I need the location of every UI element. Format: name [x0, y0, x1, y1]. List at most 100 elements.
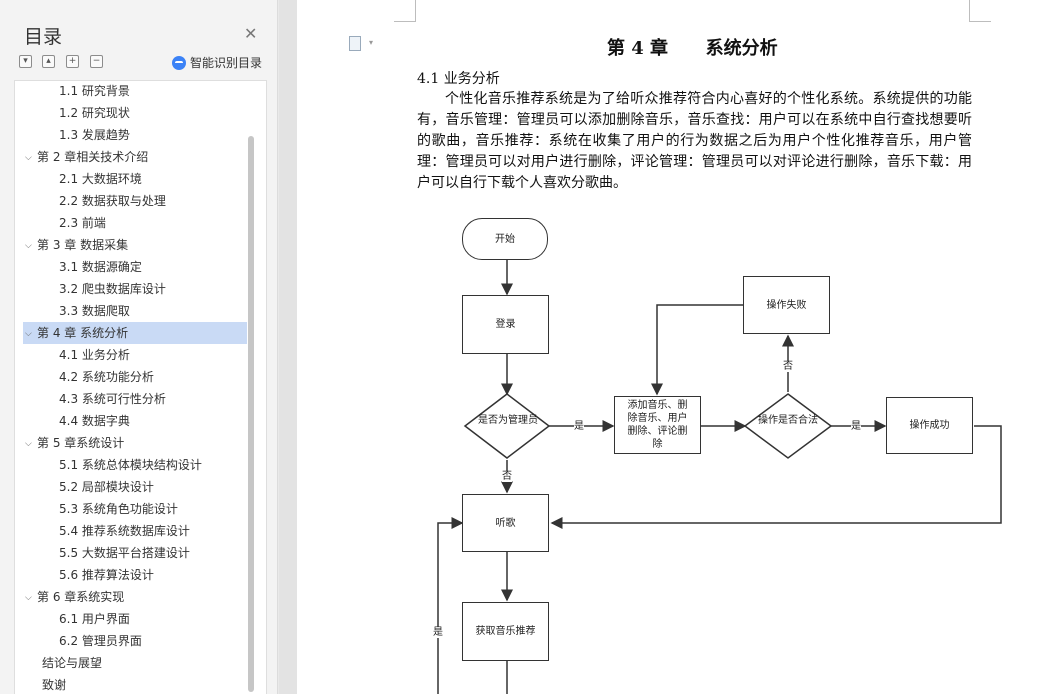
chapter-title: 第 4 章 系统分析 [607, 38, 778, 59]
flow-is-admin: 是否为管理员 [478, 415, 538, 426]
toc-panel: 目录 ✕ ▾ ▴ + − 智能识别目录 1.1 研究背景 1.2 研究现状 1.3 … [0, 0, 278, 694]
toc-chapter-item[interactable]: ⌵ 第 4 章 系统分析 [23, 322, 247, 344]
toc-item-label: 结论与展望 [42, 656, 103, 670]
toc-item[interactable]: 6.2 管理员界面 [59, 630, 142, 652]
flow-op-success: 操作成功 [886, 397, 973, 454]
label-no: 否 [502, 471, 512, 482]
document-icon[interactable] [349, 36, 361, 51]
toc-item-label: 4.4 数据字典 [59, 414, 130, 428]
toc-item-label: 6.1 用户界面 [59, 612, 130, 626]
margin-mark [969, 0, 991, 22]
chevron-down-icon[interactable]: ⌵ [25, 153, 32, 163]
toc-item-label: 3.1 数据源确定 [59, 260, 142, 274]
toc-item-label: 4.2 系统功能分析 [59, 370, 154, 384]
decision-is-admin-shape [463, 393, 551, 459]
toc-item[interactable]: 5.1 系统总体模块结构设计 [59, 454, 202, 476]
toc-item[interactable]: 2.3 前端 [59, 212, 106, 234]
toc-chapter-item[interactable]: ⌵ 第 5 章系统设计 [25, 432, 124, 454]
flow-op-legal: 操作是否合法 [758, 415, 818, 426]
toc-chapter-item[interactable]: ⌵ 第 6 章系统实现 [25, 586, 124, 608]
toc-item[interactable]: 6.1 用户界面 [59, 608, 130, 630]
section-title: 4.1 业务分析 [417, 71, 500, 87]
toc-item-label: 5.2 局部模块设计 [59, 480, 154, 494]
chevron-down-icon[interactable]: ⌵ [25, 241, 32, 251]
edge-fail-admin [651, 304, 743, 396]
toc-item[interactable]: 5.6 推荐算法设计 [59, 564, 154, 586]
flow-op-fail: 操作失败 [743, 276, 830, 334]
toc-item[interactable]: 2.1 大数据环境 [59, 168, 142, 190]
toc-scrollbar[interactable] [248, 136, 254, 692]
smart-toc-label: 智能识别目录 [190, 56, 263, 70]
toc-item-label: 3.2 爬虫数据库设计 [59, 282, 166, 296]
toc-item-label: 5.5 大数据平台搭建设计 [59, 546, 190, 560]
label-yes: 是 [433, 627, 443, 638]
toc-list-container: 1.1 研究背景 1.2 研究现状 1.3 发展趋势 ⌵ 第 2 章相关技术介绍 2.1 … [14, 80, 267, 694]
smart-toc-button[interactable]: 智能识别目录 [172, 54, 262, 71]
flow-get-rec: 获取音乐推荐 [462, 602, 549, 661]
decision-op-legal-shape [743, 393, 833, 459]
chevron-down-icon[interactable]: ⌵ [25, 329, 32, 339]
toc-item[interactable]: 1.3 发展趋势 [59, 124, 130, 146]
ai-icon [172, 55, 186, 70]
toc-item-label: 2.2 数据获取与处理 [59, 194, 166, 208]
edge-loop-listen [437, 517, 464, 694]
chevron-down-icon[interactable]: ▾ [369, 38, 374, 47]
toc-item-label: 1.1 研究背景 [59, 84, 130, 98]
flow-listen: 听歌 [462, 494, 549, 552]
toc-item[interactable]: 1.2 研究现状 [59, 102, 130, 124]
chevron-down-icon[interactable]: ⌵ [25, 593, 32, 603]
toc-item[interactable]: 结论与展望 [42, 652, 102, 674]
toc-chapter-item[interactable]: ⌵ 第 2 章相关技术介绍 [25, 146, 148, 168]
toc-item-label: 4.1 业务分析 [59, 348, 130, 362]
toc-item-label: 3.3 数据爬取 [59, 304, 130, 318]
flow-login: 登录 [462, 295, 549, 354]
panel-divider[interactable] [279, 0, 297, 694]
toc-item-label: 2.1 大数据环境 [59, 172, 142, 186]
toc-item[interactable]: 3.2 爬虫数据库设计 [59, 278, 166, 300]
toc-item-label: 1.2 研究现状 [59, 106, 130, 120]
toc-item[interactable]: 3.3 数据爬取 [59, 300, 130, 322]
toc-item-label: 第 3 章 数据采集 [37, 238, 129, 252]
toc-item[interactable]: 3.1 数据源确定 [59, 256, 142, 278]
toc-item-label: 5.1 系统总体模块结构设计 [59, 458, 202, 472]
toc-item[interactable]: 1.1 研究背景 [59, 81, 130, 102]
toc-item[interactable]: 4.1 业务分析 [59, 344, 130, 366]
flowchart-connectors [437, 260, 1002, 694]
toc-item[interactable]: 4.2 系统功能分析 [59, 366, 154, 388]
document-page: ▾ 第 4 章 系统分析 4.1 业务分析 个性化音乐推荐系统是为了给听众推荐符… [297, 0, 1053, 694]
toc-item-label: 第 6 章系统实现 [37, 590, 125, 604]
label-no: 否 [783, 361, 793, 372]
toc-item[interactable]: 5.3 系统角色功能设计 [59, 498, 178, 520]
toc-item-label: 4.3 系统可行性分析 [59, 392, 166, 406]
toc-item[interactable]: 4.3 系统可行性分析 [59, 388, 166, 410]
flowchart: 开始 登录 是否为管理员 添加音乐、删除音乐、用户删除、评论删除 操作是否合法 … [417, 210, 1017, 694]
toc-title: 目录 [24, 26, 63, 48]
toc-item-label: 第 4 章 系统分析 [37, 326, 129, 340]
toc-item-label: 5.6 推荐算法设计 [59, 568, 154, 582]
margin-mark [394, 0, 416, 22]
toc-chapter-item[interactable]: ⌵ 第 3 章 数据采集 [25, 234, 128, 256]
toc-item-label: 第 2 章相关技术介绍 [37, 150, 149, 164]
chevron-down-icon[interactable]: ⌵ [25, 439, 32, 449]
toc-item-label: 5.3 系统角色功能设计 [59, 502, 178, 516]
toc-item[interactable]: 5.2 局部模块设计 [59, 476, 154, 498]
remove-heading-icon[interactable]: − [90, 55, 103, 68]
toc-item[interactable]: 4.4 数据字典 [59, 410, 130, 432]
toc-item[interactable]: 5.5 大数据平台搭建设计 [59, 542, 190, 564]
label-yes: 是 [574, 421, 584, 432]
collapse-all-icon[interactable]: ▾ [19, 55, 32, 68]
toc-item-label: 2.3 前端 [59, 216, 106, 230]
toc-item-label: 致谢 [42, 678, 67, 692]
body-paragraph: 个性化音乐推荐系统是为了给听众推荐符合内心喜好的个性化系统。系统提供的功能有，音… [417, 91, 972, 191]
toc-item-label: 5.4 推荐系统数据库设计 [59, 524, 190, 538]
add-heading-icon[interactable]: + [66, 55, 79, 68]
toc-item-label: 第 5 章系统设计 [37, 436, 125, 450]
close-icon[interactable]: ✕ [244, 24, 258, 43]
flow-start: 开始 [462, 218, 548, 260]
toc-item[interactable]: 2.2 数据获取与处理 [59, 190, 166, 212]
toc-item[interactable]: 致谢 [42, 674, 66, 694]
toc-item[interactable]: 5.4 推荐系统数据库设计 [59, 520, 190, 542]
edge-success-listen [550, 425, 1002, 529]
toc-item-label: 1.3 发展趋势 [59, 128, 130, 142]
expand-up-icon[interactable]: ▴ [42, 55, 55, 68]
